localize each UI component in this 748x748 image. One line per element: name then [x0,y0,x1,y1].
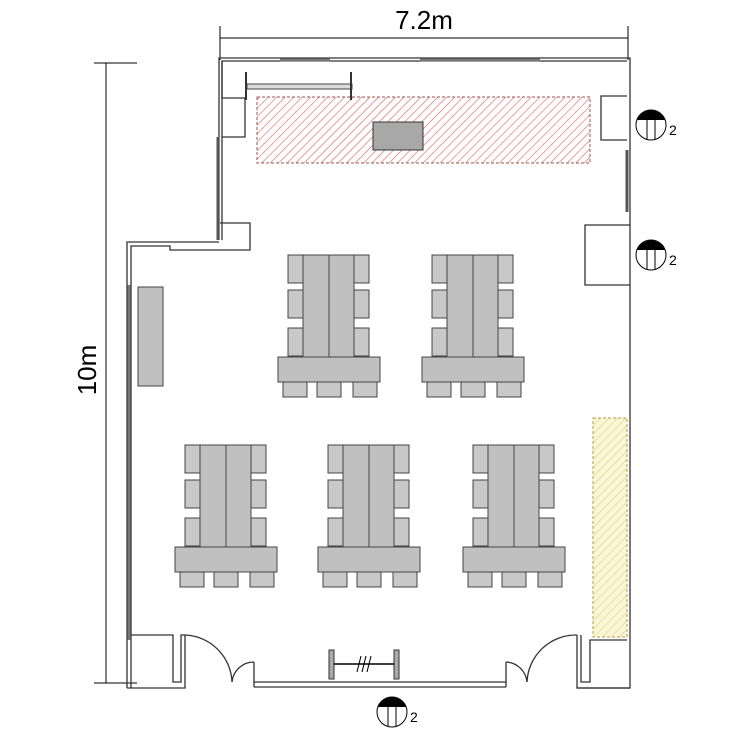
chair [287,289,304,319]
chair [426,381,452,398]
width-label: 7.2m [395,5,453,35]
table-cluster [317,444,421,588]
chair [287,254,304,284]
chair [501,571,527,588]
chair [393,479,410,509]
chair [356,571,382,588]
chair [538,517,555,547]
chair [327,444,344,474]
chair [184,517,201,547]
chair [353,289,370,319]
head-table [277,356,381,383]
chair [250,479,267,509]
table [225,444,252,548]
table-cluster [174,444,278,588]
chair [249,571,275,588]
outlet-bottom: 2 [376,696,418,728]
chair [431,327,448,357]
table [513,444,540,548]
walls [126,57,631,689]
lectern [372,121,424,151]
chair [327,479,344,509]
chair [496,381,522,398]
chair [460,381,486,398]
bottom-partition [328,649,400,680]
chair [538,444,555,474]
table [487,444,515,548]
table [368,444,395,548]
chair [287,327,304,357]
chair [472,479,489,509]
outlet-right-middle: 2 [635,239,677,271]
chair [353,327,370,357]
chair [472,517,489,547]
chair [431,289,448,319]
table [302,254,330,358]
head-table [174,546,278,573]
table [446,254,474,358]
outlet-right-top: 2 [635,109,677,141]
table [472,254,499,358]
chair [327,517,344,547]
outlet-count: 2 [410,709,418,725]
door-left[interactable] [184,634,255,683]
chair [179,571,205,588]
outlet-count: 2 [669,122,677,138]
chair [352,381,378,398]
side-cabinet [137,286,164,387]
table [342,444,370,548]
height-label: 10m [72,345,102,396]
table [328,254,355,358]
chair [497,289,514,319]
head-table [462,546,566,573]
table [199,444,227,548]
door-right[interactable] [505,634,578,683]
chair [467,571,493,588]
head-table [317,546,421,573]
chair [250,517,267,547]
chair [393,444,410,474]
table-cluster [277,254,381,398]
chair [282,381,308,398]
chair [353,254,370,284]
chair [393,517,410,547]
chair [497,327,514,357]
outlet-count: 2 [669,252,677,268]
chair [250,444,267,474]
chair [316,381,342,398]
chair [213,571,239,588]
height-dimension: 10m [72,62,137,684]
chair [537,571,563,588]
chair [497,254,514,284]
whiteboard [245,72,353,100]
head-table [421,356,525,383]
table-cluster [462,444,566,588]
chair [538,479,555,509]
chair [322,571,348,588]
chair [392,571,418,588]
width-dimension: 7.2m [219,5,629,60]
chair [472,444,489,474]
chair [184,444,201,474]
table-cluster [421,254,525,398]
yellow-area [592,417,628,638]
chair [431,254,448,284]
chair [184,479,201,509]
